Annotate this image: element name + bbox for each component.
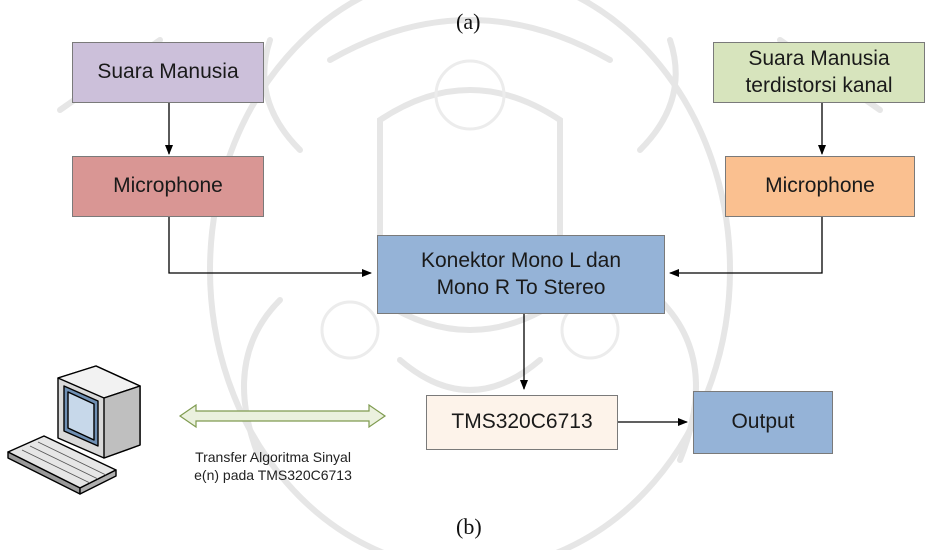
label-a: (a)	[456, 9, 481, 34]
arrow-mic-right-to-konektor	[669, 217, 823, 277]
node-suara-manusia: Suara Manusia	[72, 42, 264, 103]
keyboard-keys	[21, 441, 107, 484]
node-microphone-right: Microphone	[725, 156, 915, 217]
node-konektor: Konektor Mono L dan Mono R To Stereo	[377, 235, 665, 314]
transfer-double-arrow	[178, 403, 387, 429]
node-suara-terdistorsi: Suara Manusia terdistorsi kanal	[713, 42, 925, 103]
label-b: (b)	[456, 514, 482, 539]
transfer-caption: Transfer Algoritma Sinyal e(n) pada TMS3…	[194, 449, 352, 484]
desktop-computer-icon	[7, 365, 141, 495]
node-microphone-left: Microphone	[72, 156, 264, 217]
node-tms320c6713: TMS320C6713	[426, 395, 618, 450]
arrow-mic-left-to-konektor	[168, 217, 372, 277]
node-output: Output	[693, 391, 833, 454]
